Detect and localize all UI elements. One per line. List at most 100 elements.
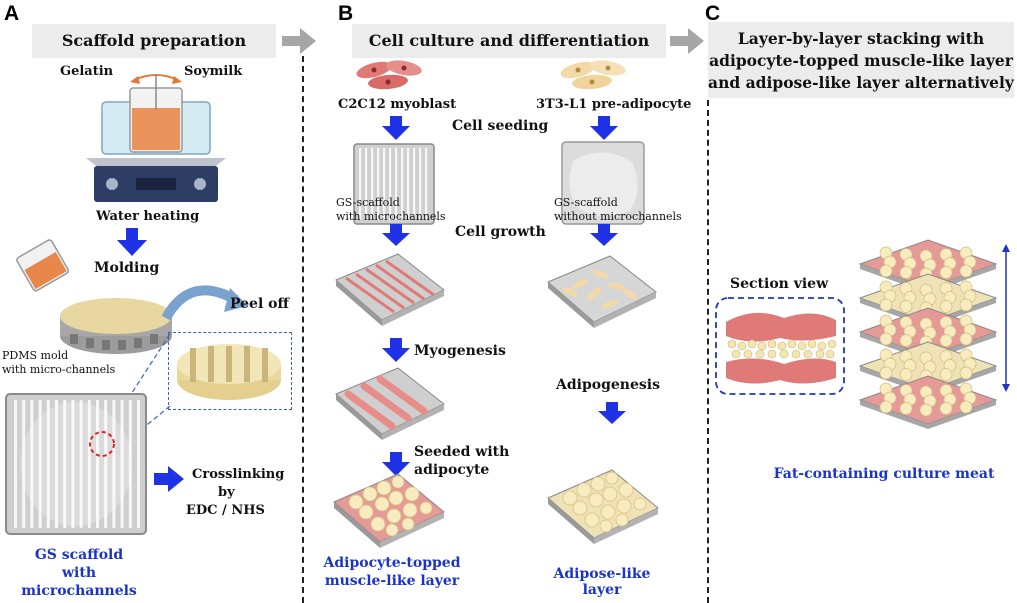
stack-layer-muscle	[858, 375, 998, 429]
microchannel-stripe	[38, 400, 42, 528]
down-arrow-b-right-2	[590, 224, 618, 246]
gs-with-label-1: GS-scaffold	[336, 196, 400, 209]
microchannel-stripe	[71, 400, 75, 528]
pouring-cup-illustration	[16, 239, 70, 292]
microchannel-stripe	[419, 148, 422, 220]
microchannel-stripe	[112, 400, 116, 528]
microchannel-stripe	[371, 148, 374, 220]
gs-with-label-2: with microchannels	[336, 210, 446, 223]
panel-c-header-line-3: and adipose-like layer alternatively	[708, 73, 1014, 92]
microchannel-stripe	[63, 400, 67, 528]
pdms-mold-label-2: with micro-channels	[2, 363, 116, 376]
fat-containing-label: Fat-containing culture meat	[773, 466, 995, 482]
gs-without-label-1: GS-scaffold	[554, 196, 618, 209]
pdms-mold-illustration	[60, 298, 172, 354]
microchannel-stripe	[413, 148, 416, 220]
c2c12-label: C2C12 myoblast	[338, 97, 457, 112]
panel-c-header: Layer-by-layer stacking with adipocyte-t…	[708, 22, 1014, 98]
crosslinking-label-2: by	[218, 485, 235, 500]
down-arrow-adipogenesis	[598, 402, 626, 424]
down-arrow-b-left-1	[382, 116, 410, 140]
adipocyte-topped-plate	[333, 473, 445, 548]
panel-a-header: Scaffold preparation	[32, 24, 276, 58]
c2c12-cells-icon	[356, 60, 422, 90]
microchannel-stripe	[407, 148, 410, 220]
cell-seeding-label: Cell seeding	[452, 118, 549, 134]
microchannel-stripe	[137, 400, 140, 528]
microchannel-stripe	[55, 400, 58, 528]
panel-b-header: Cell culture and differentiation	[352, 24, 666, 58]
panel-c-header-line-2: adipocyte-topped muscle-like layer	[709, 51, 1013, 70]
adipocyte-topped-label: Adipocyte-topped muscle-like layer	[322, 554, 462, 590]
gray-arrow-a-b	[282, 28, 316, 54]
3t3l1-label: 3T3-L1 pre-adipocyte	[536, 97, 692, 112]
peel-off-label: Peel off	[230, 296, 289, 312]
gs-scaffold-label: GS scaffold with microchannels	[6, 546, 152, 600]
microchannel-stripe	[425, 148, 428, 220]
down-arrow-a1	[117, 228, 147, 256]
scaffold-without-channels-icon	[561, 141, 645, 225]
water-heating-label: Water heating	[96, 209, 200, 224]
panel-c-header-line-1: Layer-by-layer stacking with	[737, 29, 985, 48]
microchannel-stripe	[389, 148, 392, 220]
panel-c-letter: C	[705, 2, 721, 25]
right-arrow-crosslinking	[154, 466, 184, 492]
gray-arrow-b-c	[670, 28, 704, 54]
myogenesis-label: Myogenesis	[414, 343, 506, 359]
gelatin-label: Gelatin	[60, 64, 114, 79]
microchannel-stripe	[128, 400, 132, 528]
microchannel-stripe	[359, 148, 362, 220]
stack-layer-muscle	[858, 239, 998, 293]
gs-without-label-2: without microchannels	[554, 210, 682, 223]
microchannel-stripe	[87, 400, 91, 528]
gs-scaffold-label-1: GS scaffold	[34, 547, 124, 563]
crosslinking-label-3: EDC / NHS	[186, 503, 265, 518]
seeded-with-label-2: adipocyte	[414, 462, 490, 478]
microchannel-stripe	[365, 148, 368, 220]
down-arrow-b-left-2	[382, 224, 410, 246]
microchannel-stripe	[377, 148, 380, 220]
microchannel-stripe	[22, 400, 26, 528]
microchannel-stripe	[383, 148, 386, 220]
adipose-like-label: Adipose-like layer	[553, 566, 651, 598]
microchannel-stripe	[79, 400, 83, 528]
divider-b-c	[707, 100, 709, 603]
stacked-layers-illustration	[858, 239, 1010, 429]
seeded-with-label-1: Seeded with	[414, 444, 510, 460]
adipocyte-topped-label-2: muscle-like layer	[324, 573, 460, 589]
fat-growth-plate	[547, 255, 657, 328]
adipocyte-topped-label-1: Adipocyte-topped	[323, 555, 461, 571]
divider-a-b	[302, 56, 304, 603]
section-view-illustration	[715, 297, 845, 395]
stack-layer-adipose	[858, 341, 998, 395]
adipose-like-plate	[547, 469, 659, 544]
down-arrow-seeded	[382, 452, 410, 476]
section-view-label: Section view	[730, 276, 829, 292]
down-arrow-myogenesis	[382, 338, 410, 362]
gs-scaffold-label-2: with microchannels	[21, 565, 137, 599]
adipogenesis-label: Adipogenesis	[556, 377, 660, 393]
myogenesis-plate	[335, 367, 445, 440]
gs-scaffold-square	[5, 393, 147, 535]
microchannel-stripe	[104, 400, 108, 528]
pdms-mold-label-1: PDMS mold	[2, 349, 69, 362]
microchannel-stripe	[46, 400, 50, 528]
microchannel-stripe	[30, 400, 34, 528]
cell-growth-label: Cell growth	[455, 224, 546, 240]
microchannel-stripe	[96, 400, 99, 528]
molding-label: Molding	[94, 260, 160, 276]
muscle-growth-plate	[335, 253, 445, 326]
hot-plate-beaker-illustration	[86, 74, 226, 202]
peeled-scaffold-illustration	[177, 344, 281, 400]
down-arrow-b-right-1	[590, 116, 618, 140]
panel-b-letter: B	[338, 2, 354, 25]
zoom-box	[168, 332, 292, 410]
stack-layer-adipose	[858, 273, 998, 327]
scaffold-with-channels-icon	[353, 143, 435, 225]
peel-off-arrow	[161, 285, 248, 321]
soymilk-label: Soymilk	[184, 64, 243, 79]
microchannel-stripe	[401, 148, 404, 220]
microchannel-stripe	[120, 400, 124, 528]
microchannel-stripe	[395, 148, 398, 220]
crosslinking-label-1: Crosslinking	[192, 467, 285, 482]
